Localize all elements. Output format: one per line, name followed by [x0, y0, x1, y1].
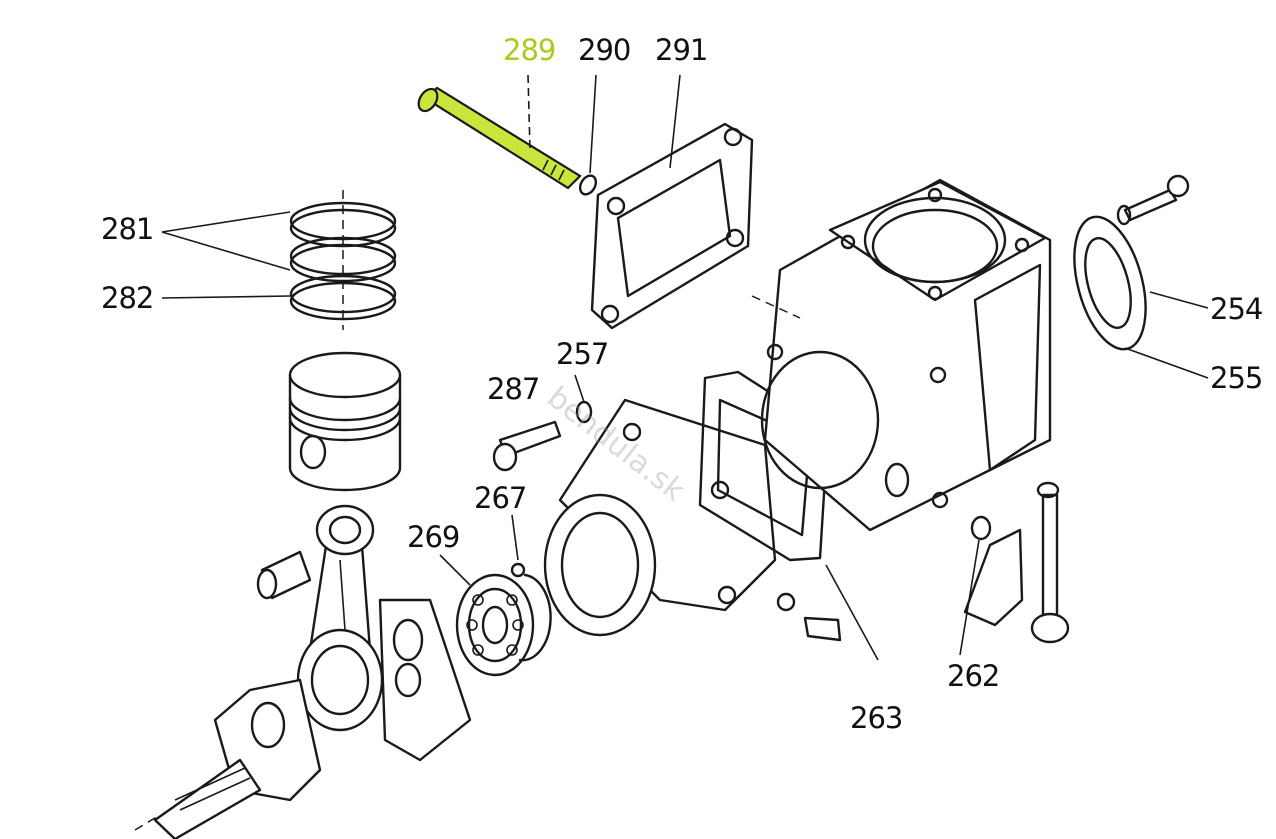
leader-lines	[161, 74, 1209, 661]
part-269-bearing[interactable]	[455, 573, 535, 677]
bearing-housing	[543, 398, 777, 637]
part-254-flange[interactable]	[1061, 209, 1158, 357]
part-290-washer[interactable]	[577, 173, 599, 197]
part-255-screw[interactable]	[1116, 174, 1190, 226]
label-287[interactable]: 287	[487, 372, 540, 406]
label-291[interactable]: 291	[655, 33, 708, 67]
label-262[interactable]: 262	[947, 659, 1000, 693]
small-screw	[776, 592, 842, 642]
piston-pin	[256, 550, 312, 600]
label-255[interactable]: 255	[1210, 361, 1263, 395]
label-257[interactable]: 257	[556, 337, 609, 371]
cylinder-block	[760, 178, 1052, 532]
stud-bolt	[1030, 481, 1070, 644]
part-287-bolt[interactable]	[492, 420, 562, 472]
piston	[288, 351, 402, 492]
connecting-rod	[296, 504, 384, 732]
label-289[interactable]: 289	[503, 33, 556, 67]
label-282[interactable]: 282	[101, 281, 154, 315]
label-269[interactable]: 269	[407, 520, 460, 554]
label-290[interactable]: 290	[578, 33, 631, 67]
part-267-circlip[interactable]	[510, 562, 552, 662]
label-267[interactable]: 267	[474, 481, 527, 515]
part-291-gasket[interactable]	[590, 122, 754, 330]
part-289-bolt[interactable]	[415, 86, 582, 190]
crankshaft	[134, 598, 472, 839]
label-254[interactable]: 254	[1210, 292, 1263, 326]
label-281[interactable]: 281	[101, 212, 154, 246]
label-263[interactable]: 263	[850, 701, 903, 735]
part-257-washer[interactable]	[575, 400, 593, 424]
